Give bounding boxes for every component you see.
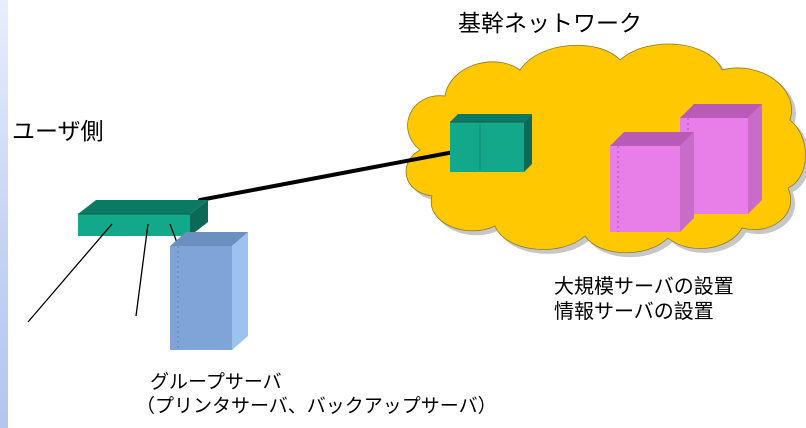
drop-line — [135, 223, 149, 317]
group-server-icon — [170, 232, 248, 350]
backbone-server-notes: 大規模サーバの設置 情報サーバの設置 — [554, 274, 734, 324]
backbone-switch-icon — [450, 114, 532, 172]
group-server-title: グループサーバ — [150, 371, 282, 393]
group-server-notes: グループサーバ （プリンタサーバ、バックアップサーバ） — [136, 371, 497, 419]
user-side-label: ユーザ側 — [12, 119, 104, 145]
left-edge-bar — [0, 0, 8, 428]
user-switch-icon — [78, 200, 208, 236]
drop-line — [27, 223, 113, 323]
group-server-examples: （プリンタサーバ、バックアップサーバ） — [136, 394, 497, 417]
info-server-icon — [610, 132, 694, 232]
backbone-network-title: 基幹ネットワーク — [458, 11, 642, 37]
trunk-link — [198, 146, 477, 202]
large-server-note: 大規模サーバの設置 — [554, 274, 734, 298]
info-server-note: 情報サーバの設置 — [554, 299, 714, 323]
